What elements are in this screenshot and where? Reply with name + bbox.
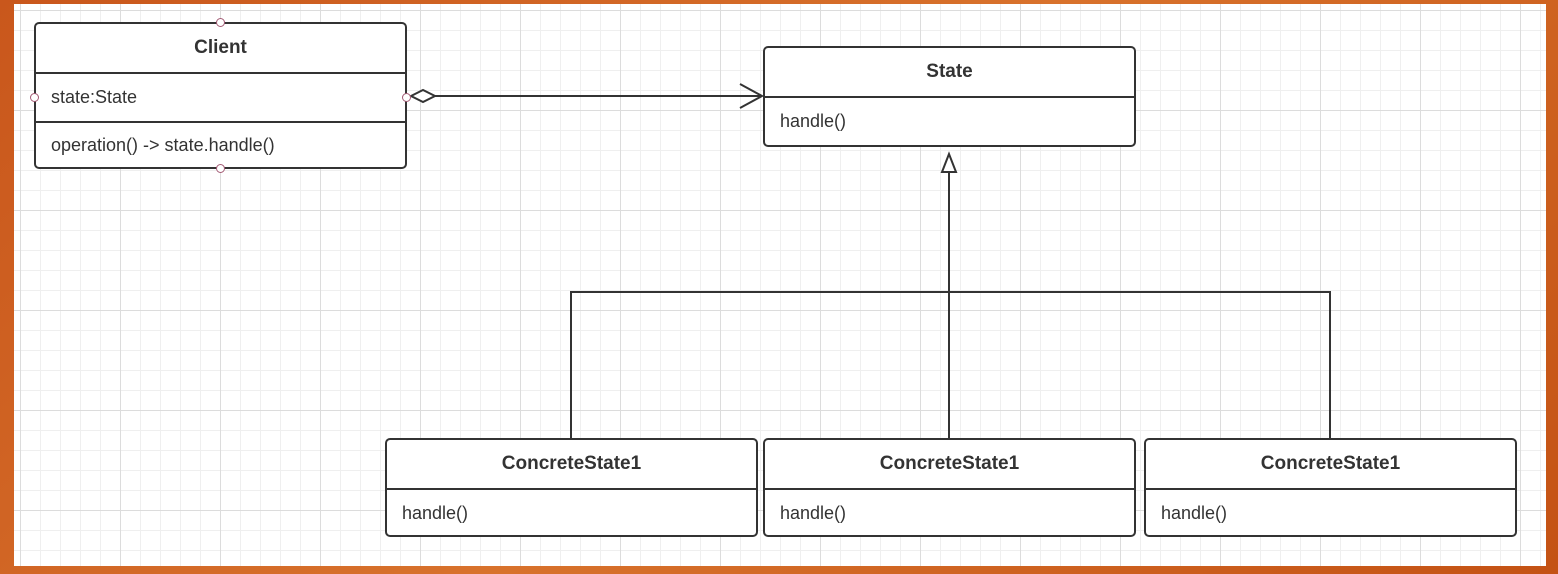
class-concrete-state-name: ConcreteState1 [1146,440,1515,490]
class-concrete-state-1[interactable]: ConcreteState1 handle() [385,438,758,537]
aggregation-arrowhead [739,83,765,109]
class-client-attribute: state:State [51,87,138,107]
selection-handle-left[interactable] [30,93,39,102]
generalization-branch[interactable] [570,291,1331,438]
class-client[interactable]: Client state:State operation() -> state.… [30,18,411,173]
diagram-canvas[interactable]: Client state:State operation() -> state.… [14,4,1546,566]
class-concrete-state-2[interactable]: ConcreteState1 handle() [763,438,1136,537]
class-concrete-state-method: handle() [780,503,847,523]
selection-handle-top[interactable] [216,18,225,27]
class-state-name: State [765,48,1134,98]
selection-handle-bottom[interactable] [216,164,225,173]
selection-handle-right[interactable] [402,93,411,102]
class-client-method: operation() -> state.handle() [36,121,405,168]
generalization-arrowhead [940,151,958,173]
class-client-name: Client [36,24,405,74]
class-state-method: handle() [780,111,847,131]
class-concrete-state-name: ConcreteState1 [387,440,756,490]
aggregation-diamond [408,88,438,104]
class-concrete-state-name: ConcreteState1 [765,440,1134,490]
connectors-layer [408,83,1331,438]
class-state[interactable]: State handle() [763,46,1136,147]
class-concrete-state-method: handle() [1161,503,1228,523]
class-concrete-state-3[interactable]: ConcreteState1 handle() [1144,438,1517,537]
class-concrete-state-method: handle() [402,503,469,523]
